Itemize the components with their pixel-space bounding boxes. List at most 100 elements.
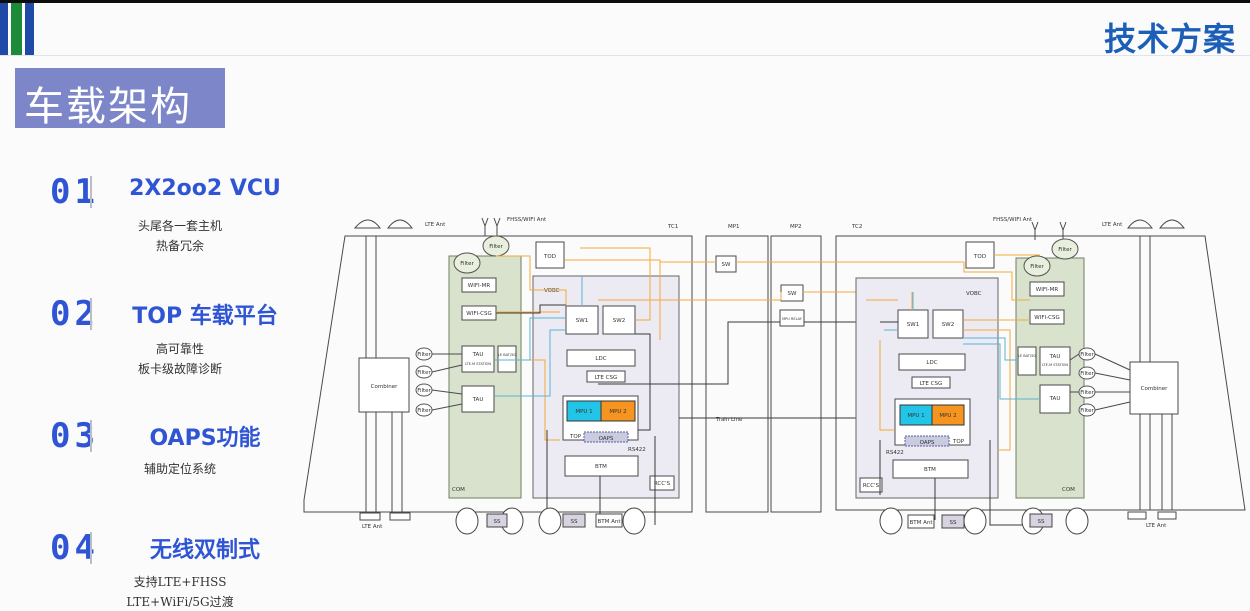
ss-label: SS xyxy=(950,520,957,526)
filter-node xyxy=(1023,255,1051,277)
sw-label: SW xyxy=(722,262,731,268)
car-tc2-outline xyxy=(835,235,1246,511)
tod-label: TOD xyxy=(973,254,986,260)
antenna-label-fhss: FHSS/WIFI Ant xyxy=(507,217,547,223)
lte-csg-label: LTE CSG xyxy=(920,381,942,387)
rs422-label: RS422 xyxy=(628,447,646,453)
le-box xyxy=(1017,346,1037,376)
feature-divider xyxy=(90,176,92,208)
ldc-box xyxy=(566,349,636,367)
btm-box xyxy=(564,455,639,477)
feature-number: 01 xyxy=(50,172,99,212)
dark-wiring xyxy=(496,304,651,520)
antenna-label-lte: LTE Ant xyxy=(425,222,446,228)
tau-label: TAU xyxy=(1049,354,1061,360)
le-label: LE BAT/5G xyxy=(1018,354,1036,358)
lte-antenna-base xyxy=(1127,511,1147,520)
wheel-icon xyxy=(455,507,479,535)
train-line-label: Train Line xyxy=(715,417,743,423)
lte-ant-label: LTE Ant xyxy=(362,524,383,530)
car-tc1-outline xyxy=(303,235,693,513)
feature-item-03: 03 OAPS功能 辅助定位系统 xyxy=(0,416,330,496)
com-cabinet-right xyxy=(1015,257,1085,499)
feature-name: 无线双制式 xyxy=(149,538,260,563)
btm-label: BTM xyxy=(924,467,936,473)
tau-box xyxy=(461,345,495,373)
lte-antenna-icon xyxy=(1158,219,1186,229)
top-label: TOP xyxy=(569,434,582,440)
cyan-wiring xyxy=(494,276,583,397)
section-title-box xyxy=(15,68,225,128)
combiner-label: Combiner xyxy=(371,384,398,390)
btm-box xyxy=(892,459,969,479)
tau-box xyxy=(461,385,495,413)
ss-label: SS xyxy=(1038,519,1045,525)
sw-box xyxy=(715,255,737,273)
btm-antenna-box xyxy=(595,513,623,528)
rcc-label: RCC'S xyxy=(654,481,671,487)
antenna-feed-lines xyxy=(365,236,403,512)
slide-title: 技术方案 xyxy=(1103,20,1236,58)
car-label-tc2: TC2 xyxy=(851,224,862,230)
lte-csg-label: LTE CSG xyxy=(595,375,617,381)
car-label-mp1: MP1 xyxy=(728,224,740,230)
com-label: COM xyxy=(452,487,465,493)
sw2-box xyxy=(602,305,636,335)
mpu2-box xyxy=(600,400,636,422)
sw2-label: SW2 xyxy=(613,318,625,324)
filter-node xyxy=(453,252,481,274)
fhss-antenna-icon xyxy=(481,217,489,236)
filter-label: Filter xyxy=(1080,390,1094,396)
car-label-mp2: MP2 xyxy=(790,224,802,230)
rcc-label: RCC'S xyxy=(863,483,880,489)
oaps-label: OAPS xyxy=(599,436,614,442)
combiner-box xyxy=(358,357,410,413)
feature-item-01: 01 2X2oo2 VCU 头尾各一套主机 热备冗余 xyxy=(0,172,330,253)
speed-sensor-box xyxy=(1029,513,1053,528)
tau-label: TAU xyxy=(472,397,484,403)
tod-box xyxy=(965,241,995,269)
mpu1-label: MPU 1 xyxy=(575,409,592,415)
logo-stripes xyxy=(0,3,34,55)
dark-wiring xyxy=(879,321,1028,526)
orange-wiring xyxy=(660,261,964,301)
vobc-label: VOBC xyxy=(966,291,982,297)
btm-ant-label: BTM Ant xyxy=(909,520,933,526)
wheel-icon xyxy=(879,507,903,535)
car-label-tc1: TC1 xyxy=(667,224,678,230)
ldc-box xyxy=(898,353,966,371)
wifi-csg-box xyxy=(1029,309,1065,325)
lte-antenna-icon xyxy=(386,219,414,229)
header-divider xyxy=(0,55,1250,56)
btm-antenna-box xyxy=(907,514,935,529)
lte-antenna-base xyxy=(359,512,381,521)
filter-label: Filter xyxy=(489,244,503,250)
filter-group xyxy=(415,347,433,417)
sw1-label: SW1 xyxy=(907,322,919,328)
oaps-label: OAPS xyxy=(920,440,935,446)
feature-desc-line: 辅助定位系统 xyxy=(143,462,216,476)
feature-divider xyxy=(90,532,92,564)
sw1-label: SW1 xyxy=(576,318,588,324)
top-label: TOP xyxy=(952,439,965,445)
filter-label: Filter xyxy=(417,352,431,358)
antenna-label-lte: LTE Ant xyxy=(1102,222,1123,228)
sw2-label: SW2 xyxy=(942,322,954,328)
wifi-mr-box xyxy=(461,277,497,293)
feature-number: 04 xyxy=(50,528,99,568)
wheel-icon xyxy=(1065,507,1089,535)
feature-desc-line: 高可靠性 xyxy=(155,342,204,356)
rs422-label: RS422 xyxy=(886,450,904,456)
filter-label: Filter xyxy=(417,388,431,394)
rf-cable xyxy=(431,353,463,411)
wheel-icon xyxy=(622,507,646,535)
mpu2-box xyxy=(931,404,965,426)
feature-number: 03 xyxy=(50,416,99,456)
rf-cable xyxy=(1069,353,1131,411)
filter-label: Filter xyxy=(1080,408,1094,414)
wifi-csg-label: WIFI-CSG xyxy=(1034,315,1059,321)
relay-label: MPU RELAY xyxy=(782,317,803,321)
orange-wiring xyxy=(496,247,661,340)
wheel-icon xyxy=(963,507,987,535)
tod-box xyxy=(535,241,565,269)
